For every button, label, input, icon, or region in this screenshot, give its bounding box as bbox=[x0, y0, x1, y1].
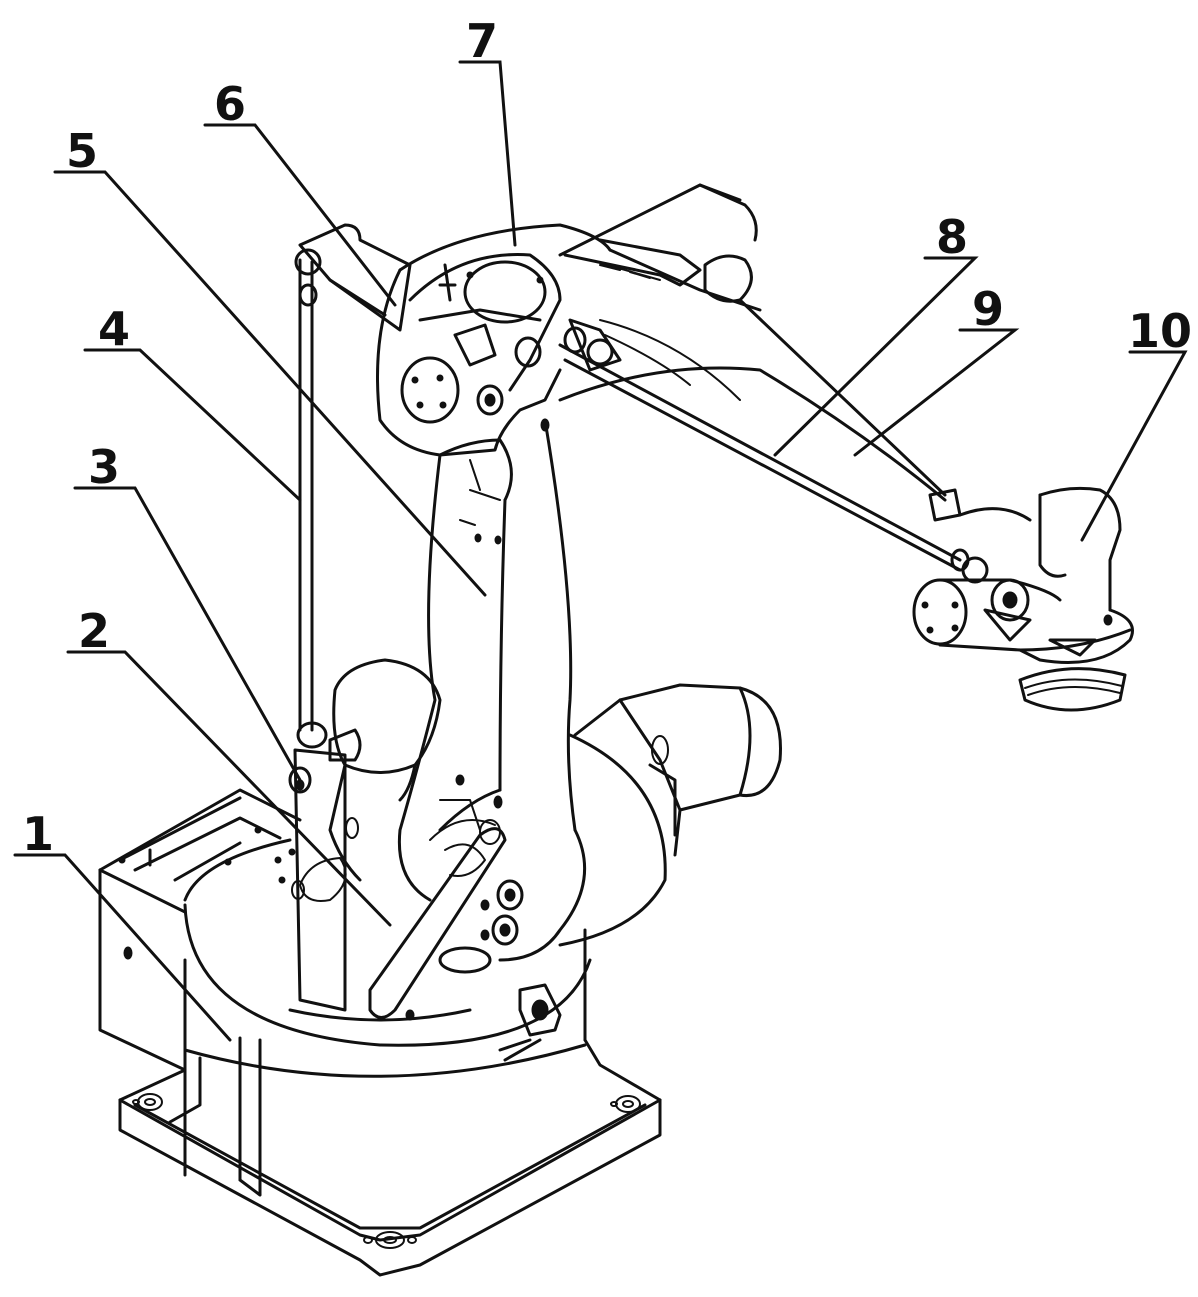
base-plate bbox=[118, 928, 662, 1277]
turntable bbox=[183, 817, 592, 1047]
callout-labels: 1 2 3 4 5 6 7 8 9 10 bbox=[22, 14, 1192, 861]
leader-9 bbox=[853, 328, 1020, 457]
leader-3 bbox=[73, 486, 302, 782]
callout-8: 8 bbox=[936, 210, 968, 264]
callout-3: 3 bbox=[88, 440, 120, 494]
lower-arm bbox=[397, 418, 587, 974]
leader-10 bbox=[1080, 350, 1188, 542]
parallel-rods bbox=[288, 248, 362, 1012]
leader-4 bbox=[83, 348, 302, 502]
callout-5: 5 bbox=[66, 124, 98, 178]
elbow-housing bbox=[376, 223, 612, 545]
forearm-link bbox=[558, 318, 962, 572]
callout-6: 6 bbox=[214, 77, 246, 131]
callout-10: 10 bbox=[1128, 304, 1192, 358]
leader-2 bbox=[66, 650, 392, 927]
base-bolt-holes bbox=[132, 1093, 641, 1249]
end-effector bbox=[912, 486, 1134, 712]
leader-8 bbox=[773, 256, 979, 457]
callout-4: 4 bbox=[98, 302, 130, 356]
leader-6 bbox=[203, 123, 397, 307]
leader-7 bbox=[458, 60, 517, 247]
leader-5 bbox=[53, 170, 487, 597]
main-motor bbox=[558, 683, 782, 947]
upper-link bbox=[298, 223, 412, 332]
callout-1: 1 bbox=[22, 807, 54, 861]
callout-7: 7 bbox=[466, 14, 498, 68]
leader-1 bbox=[13, 853, 232, 1042]
callout-leaders bbox=[13, 60, 1188, 1042]
link-rod bbox=[368, 774, 562, 1062]
callout-2: 2 bbox=[78, 604, 110, 658]
callout-9: 9 bbox=[972, 282, 1004, 336]
